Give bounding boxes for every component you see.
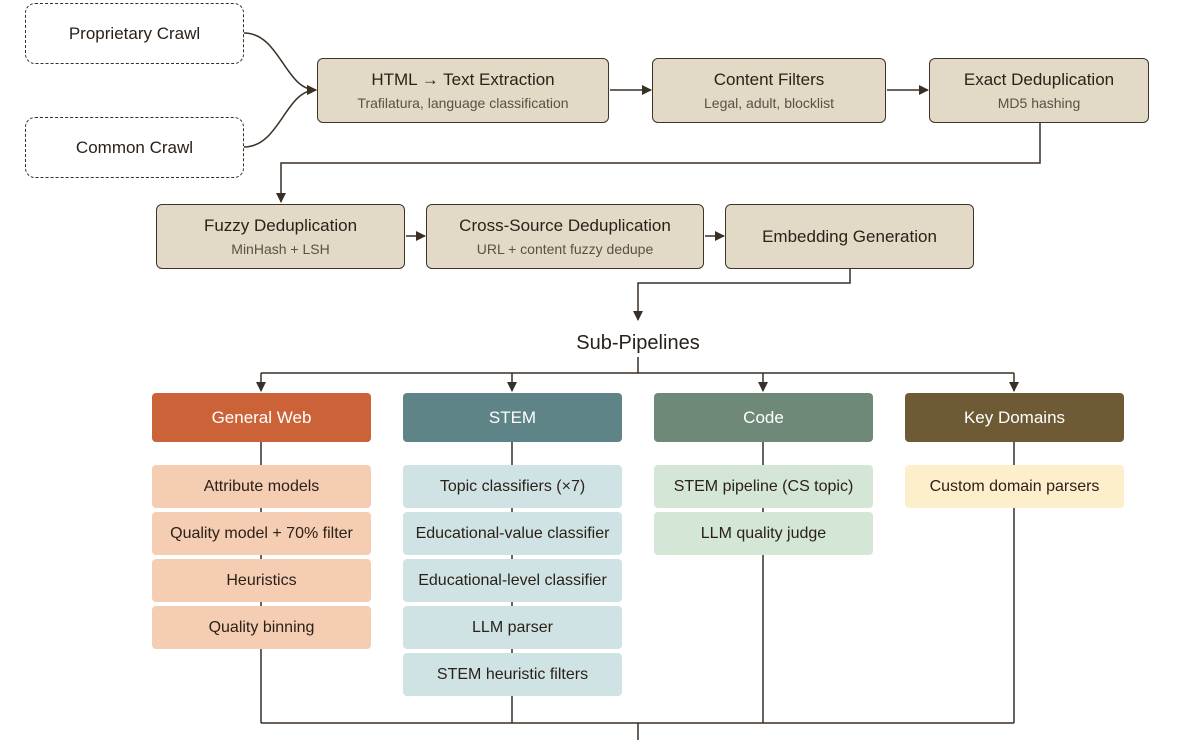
stage-embedding-generation: Embedding Generation [725, 204, 974, 269]
stage-title: Cross-Source Deduplication [459, 216, 671, 235]
pipeline-header-0: General Web [152, 393, 371, 442]
stage-subtitle: Trafilatura, language classification [357, 95, 569, 111]
pipeline-header-1: STEM [403, 393, 622, 442]
stage-subtitle: MinHash + LSH [231, 241, 330, 257]
stage-subtitle: MD5 hashing [997, 95, 1081, 111]
pipeline-header-2: Code [654, 393, 873, 442]
pipeline-header-3: Key Domains [905, 393, 1124, 442]
sub-pipelines-heading: Sub-Pipelines [538, 330, 738, 356]
stage-html-text-extraction: HTML → Text Extraction Trafilatura, lang… [317, 58, 609, 123]
connector-common-to-extraction [243, 85, 317, 148]
pipeline-item: STEM pipeline (CS topic) [654, 465, 873, 508]
stage-title: Fuzzy Deduplication [203, 216, 358, 235]
stage-subtitle: URL + content fuzzy dedupe [476, 241, 654, 257]
stage-subtitle: Legal, adult, blocklist [704, 95, 834, 111]
connector-embedding-to-subpipelines [633, 269, 851, 321]
pipeline-item: Quality model + 70% filter [152, 512, 371, 555]
stage-exact-deduplication: Exact Deduplication MD5 hashing [929, 58, 1149, 123]
pipeline-item: STEM heuristic filters [403, 653, 622, 696]
pipeline-item: Educational-level classifier [403, 559, 622, 602]
stage-content-filters: Content Filters Legal, adult, blocklist [652, 58, 886, 123]
connector-proprietary-to-extraction [243, 32, 317, 95]
pipeline-item: Quality binning [152, 606, 371, 649]
pipeline-item: Attribute models [152, 465, 371, 508]
source-common-crawl: Common Crawl [25, 117, 244, 178]
stage-title: Embedding Generation [762, 227, 937, 246]
pipeline-item: Custom domain parsers [905, 465, 1124, 508]
source-label: Common Crawl [75, 137, 194, 157]
pipeline-item: LLM quality judge [654, 512, 873, 555]
stage-title: Content Filters [713, 70, 825, 89]
pipeline-item: Educational-value classifier [403, 512, 622, 555]
stage-cross-source-deduplication: Cross-Source Deduplication URL + content… [426, 204, 704, 269]
stage-title: HTML → Text Extraction [371, 70, 555, 89]
source-proprietary-crawl: Proprietary Crawl [25, 3, 244, 64]
stage-fuzzy-deduplication: Fuzzy Deduplication MinHash + LSH [156, 204, 405, 269]
connector-exact-to-fuzzy [276, 123, 1041, 203]
stage-title: Exact Deduplication [963, 70, 1115, 89]
pipeline-item: LLM parser [403, 606, 622, 649]
pipeline-item: Heuristics [152, 559, 371, 602]
source-label: Proprietary Crawl [68, 23, 201, 43]
pipeline-item: Topic classifiers (×7) [403, 465, 622, 508]
